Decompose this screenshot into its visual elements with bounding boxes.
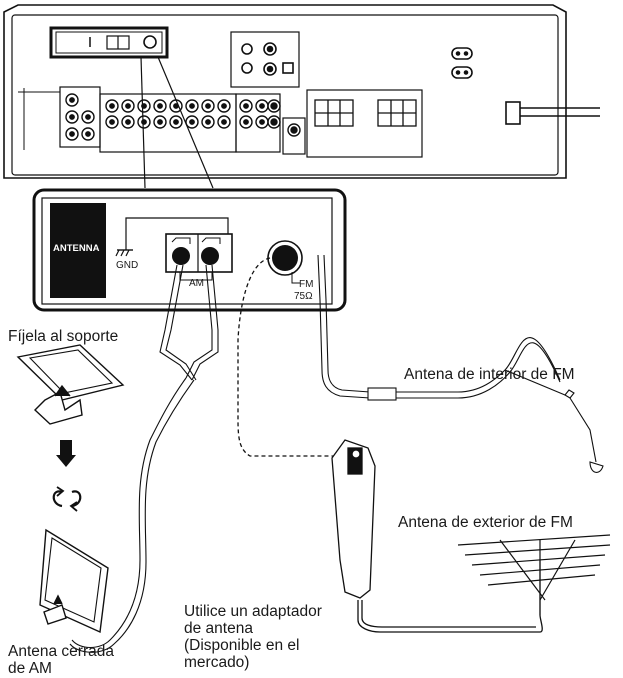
adapter-label-line2: de antena: [184, 620, 253, 637]
zoom-lines: [140, 56, 214, 189]
adapter-label-line1: Utilice un adaptador: [184, 603, 322, 620]
speaker-terminals: [314, 99, 417, 127]
fm-dashed-cable: [237, 257, 335, 457]
fm-outdoor-antenna-label: Antena de exterior de FM: [398, 514, 573, 531]
am-wires: [69, 264, 219, 653]
fm-indoor-antenna-label: Antena de interior de FM: [404, 366, 575, 383]
fm-indoor-antenna: [504, 369, 604, 473]
down-arrow-icon: [56, 440, 76, 467]
fm-outdoor-antenna: [457, 534, 611, 615]
antenna-label: ANTENNA: [53, 243, 100, 254]
fm-feeder-cable: [317, 254, 561, 401]
rotate-arrows-icon: [52, 486, 82, 512]
adapter-label-line4: mercado): [184, 654, 250, 671]
am-terminal-label: AM: [189, 278, 204, 289]
receiver-rear-panel: [3, 4, 600, 179]
am-loop-label-line2: de AM: [8, 660, 52, 677]
gnd-label: GND: [116, 260, 139, 271]
am-loop-antenna-on-stand: [16, 344, 125, 425]
adapter-label-line3: (Disponible en el: [184, 637, 300, 654]
am-loop-antenna-assembled: [39, 528, 109, 634]
fm-terminal-label: FM: [299, 279, 314, 290]
antenna-adapter: [331, 439, 543, 633]
rca-jacks: [65, 93, 301, 141]
antenna-panel-enlarged: [32, 188, 347, 312]
am-loop-label-line1: Antena cerrada: [8, 643, 114, 660]
fm-impedance-label: 75Ω: [294, 291, 313, 302]
fix-to-stand-label: Fíjela al soporte: [8, 328, 119, 345]
